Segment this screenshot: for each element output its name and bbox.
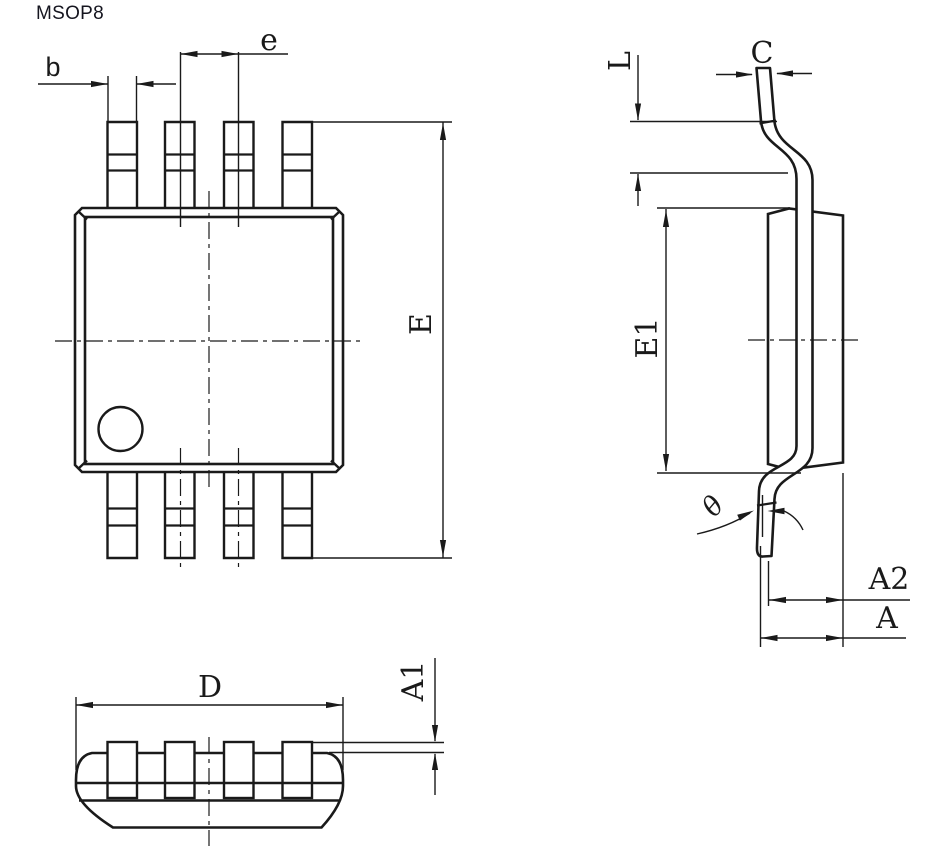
lead-profile bbox=[755, 66, 814, 558]
dim-label-e: e bbox=[260, 23, 278, 58]
front-view bbox=[74, 737, 345, 846]
dim-label-theta: θ bbox=[696, 490, 730, 522]
pins-top bbox=[106, 120, 314, 207]
dim-A1: A1 bbox=[312, 658, 444, 795]
dim-label-D: D bbox=[198, 670, 222, 705]
front-view-pins bbox=[106, 740, 314, 800]
pins-bottom bbox=[106, 472, 314, 560]
dim-C: C bbox=[716, 36, 812, 78]
dim-E1: E1 bbox=[630, 207, 801, 474]
dim-theta: θ bbox=[696, 490, 804, 537]
body-corner-chamfers bbox=[77, 210, 341, 470]
lead-foot-tick-bottom bbox=[756, 501, 777, 507]
dim-label-A: A bbox=[875, 601, 898, 636]
dim-e: e bbox=[180, 23, 288, 58]
top-view bbox=[55, 52, 362, 568]
dim-label-E: E bbox=[404, 313, 439, 335]
dim-label-A1: A1 bbox=[396, 661, 431, 703]
dim-D: D bbox=[75, 670, 344, 770]
dim-label-E1: E1 bbox=[630, 318, 665, 359]
dim-e-extension-lines bbox=[179, 52, 240, 227]
dim-b: b bbox=[38, 52, 176, 121]
top-view-centerlines bbox=[55, 191, 362, 568]
dim-label-A2: A2 bbox=[868, 562, 910, 597]
dim-A: A bbox=[759, 546, 906, 647]
dim-label-b: b bbox=[45, 52, 60, 82]
dim-E: E bbox=[312, 121, 452, 559]
page-title: MSOP8 bbox=[36, 3, 105, 24]
dim-L: L bbox=[603, 51, 788, 206]
front-body-outline bbox=[74, 751, 345, 829]
side-view bbox=[748, 66, 858, 558]
body-outline bbox=[73, 206, 345, 474]
dim-label-L: L bbox=[603, 51, 638, 71]
dim-label-C: C bbox=[751, 36, 774, 71]
pin1-marker bbox=[97, 405, 144, 453]
dim-A2: A2 bbox=[767, 473, 910, 647]
